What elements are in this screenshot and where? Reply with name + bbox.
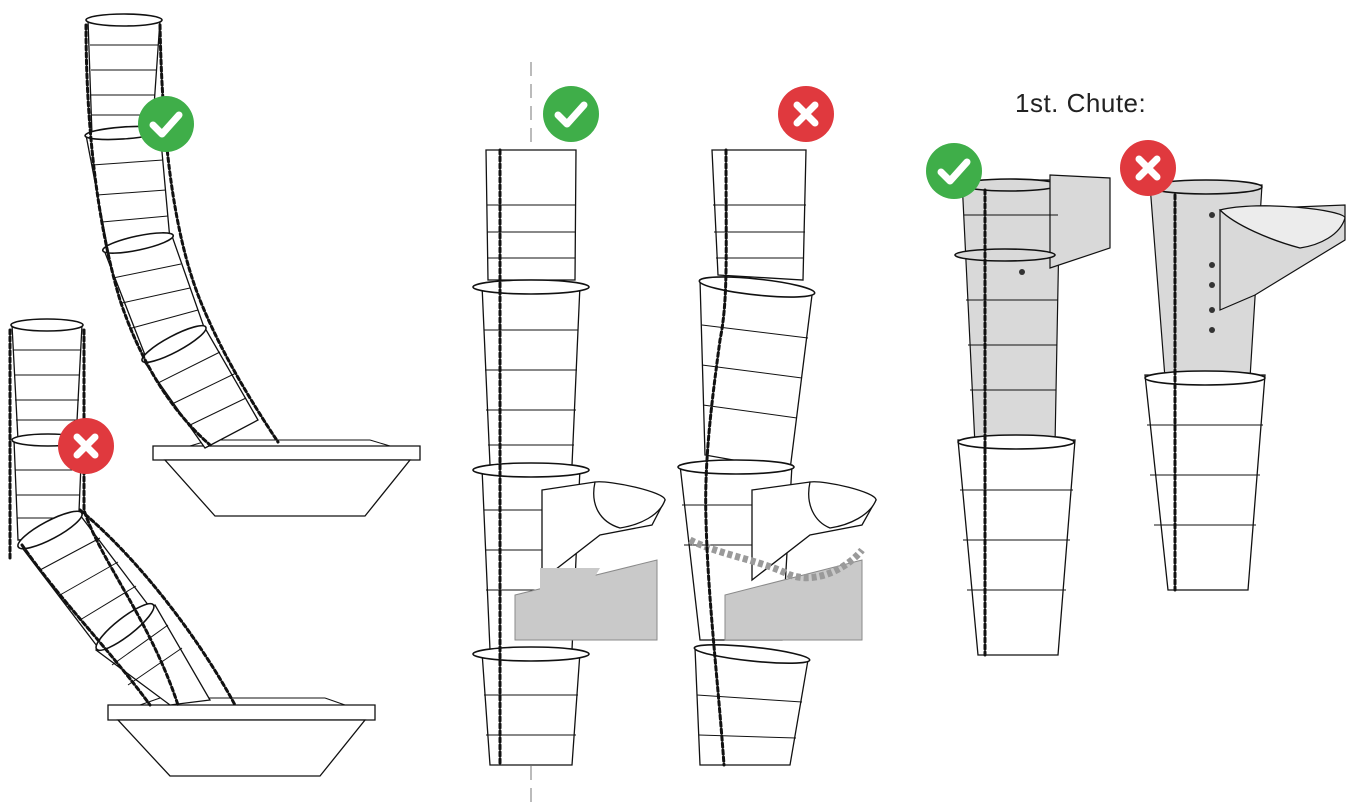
skip-container-left [107, 697, 376, 777]
curved-chute-correct [84, 13, 421, 517]
x-icon [73, 433, 99, 459]
floor-slab-wrong [724, 559, 863, 641]
tilted-chute-wrong [677, 148, 877, 767]
x-icon [1135, 155, 1161, 181]
check-icon [554, 101, 588, 128]
chain-left [84, 23, 212, 447]
floor-slab-correct [514, 559, 658, 641]
first-chute-caption: 1st. Chute: [1015, 88, 1147, 118]
check-icon [149, 111, 183, 138]
first-chute-correct [954, 174, 1111, 657]
check-badge-first-chute [926, 143, 982, 199]
vertical-chute-correct [472, 62, 666, 805]
side-hopper-vertical [541, 481, 666, 582]
x-badge-tilted [778, 86, 834, 142]
check-icon [937, 158, 971, 185]
x-badge-curve [58, 418, 114, 474]
rope [688, 536, 865, 582]
x-badge-first-chute [1120, 140, 1176, 196]
chain-tilted [704, 148, 728, 767]
check-badge-vertical [543, 86, 599, 142]
side-hopper-tilted [751, 481, 877, 582]
skip-container-right [152, 439, 421, 517]
first-chute-wrong [1144, 179, 1346, 592]
x-icon [793, 101, 819, 127]
check-badge-curve [138, 96, 194, 152]
curved-chute-segments [84, 13, 259, 449]
